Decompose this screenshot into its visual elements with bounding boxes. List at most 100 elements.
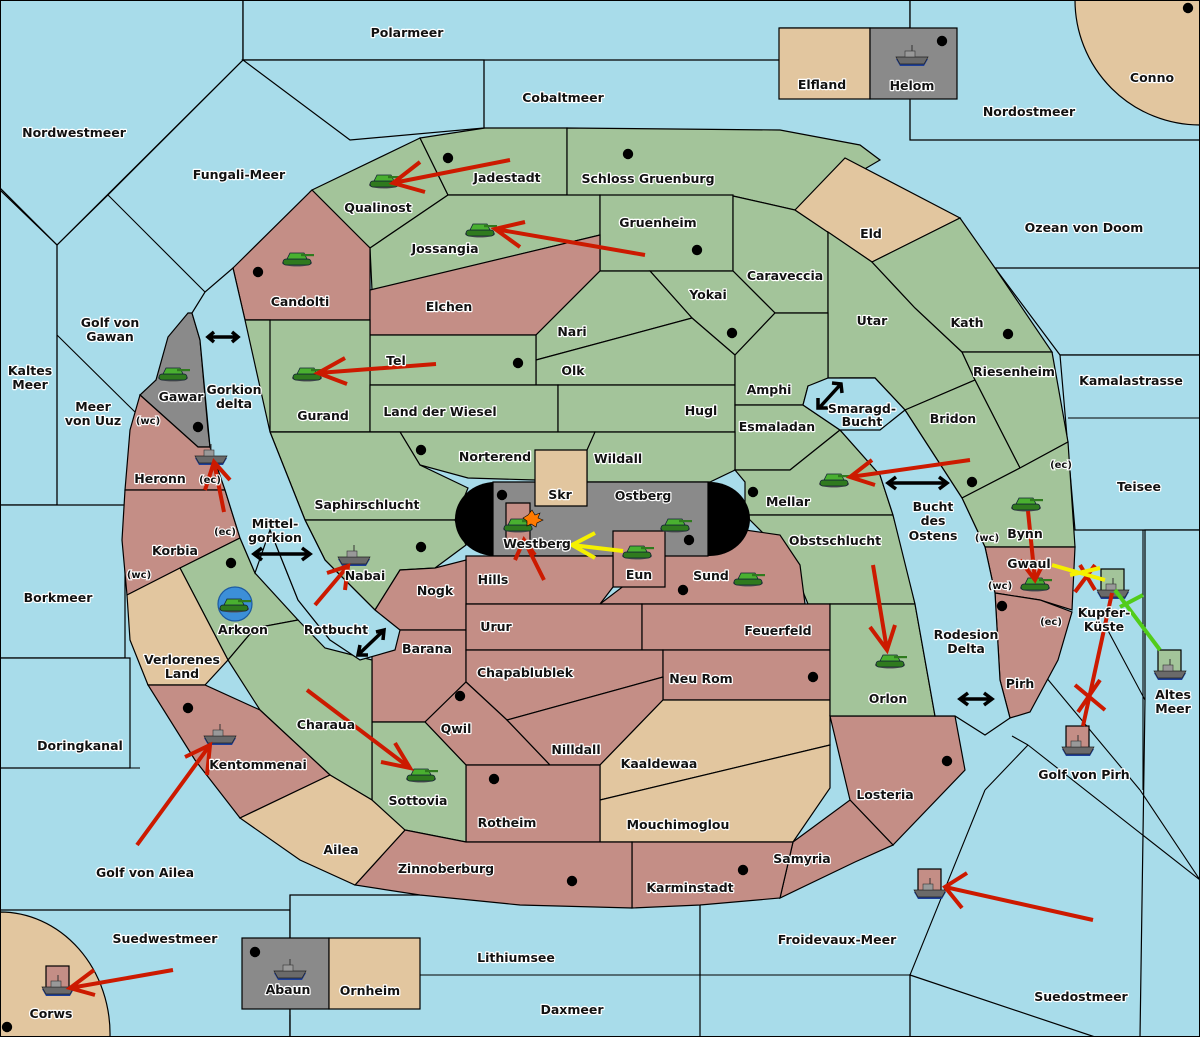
province-label: Sund	[693, 568, 729, 583]
sea-label: Froidevaux-Meer	[778, 932, 897, 947]
province-skr[interactable]	[534, 449, 588, 507]
province-label: Kaaldewaa	[621, 756, 698, 771]
province-ornheim[interactable]	[328, 937, 421, 1010]
sea-label: Nordostmeer	[983, 104, 1076, 119]
coast-label: (ec)	[1050, 460, 1072, 471]
province-label: Mouchimoglou	[627, 817, 730, 832]
province-label: Pirh	[1006, 676, 1035, 691]
province-label: Corws	[30, 1006, 73, 1021]
sea-label: Delta	[947, 641, 985, 656]
province-gruenheim[interactable]	[599, 194, 734, 272]
sea-label: Borkmeer	[24, 590, 94, 605]
sea-label: Meer	[1155, 701, 1191, 716]
province-label: Eun	[626, 567, 652, 582]
province-ailea[interactable]	[238, 774, 406, 886]
central-fortress	[455, 449, 750, 588]
province-conno[interactable]	[1074, 0, 1200, 126]
move-arrow	[313, 563, 351, 607]
province-rotheim[interactable]	[465, 764, 601, 843]
province-label: Orlon	[869, 691, 908, 706]
province-label: Losteria	[856, 787, 913, 802]
province-label: Jadestadt	[472, 170, 540, 185]
province-label: Gruenheim	[619, 215, 696, 230]
sea-label: Bucht	[842, 414, 883, 429]
sea-label: Rodesion	[934, 627, 999, 642]
province-label: Norterend	[459, 449, 531, 464]
sea-kaltes-meer[interactable]	[0, 189, 58, 506]
sea-label: delta	[216, 396, 252, 411]
sea-label: Gorkion	[206, 382, 261, 397]
province-label: Schloss Gruenburg	[581, 171, 714, 186]
province-label: Gawar	[159, 389, 205, 404]
sea-label: Meer	[12, 377, 48, 392]
province-label: Rotheim	[478, 815, 537, 830]
coast-label: (wc)	[136, 416, 160, 427]
move-arrow	[135, 741, 213, 847]
province-label: Heronn	[134, 471, 186, 486]
province-label: Elfland	[798, 77, 846, 92]
province-label: Gurand	[297, 408, 349, 423]
sea-smaragd-bucht[interactable]	[802, 377, 906, 431]
coast-label: (wc)	[127, 570, 151, 581]
move-arrow	[203, 458, 232, 513]
province-label: Ailea	[323, 842, 358, 857]
province-label: Karminstadt	[646, 880, 733, 895]
province-label: Amphi	[747, 382, 792, 397]
sea-label: Golf von Pirh	[1038, 767, 1129, 782]
province-label: Land	[165, 666, 199, 681]
sea-label: von Uuz	[65, 413, 121, 428]
province-elfland[interactable]	[778, 27, 871, 100]
province-label: Bynn	[1007, 526, 1042, 541]
sea-label: Golf von Ailea	[96, 865, 194, 880]
province-label: Abaun	[266, 982, 311, 997]
dislodged-burst-icon	[522, 509, 544, 528]
province-karminstadt[interactable]	[631, 841, 794, 909]
province-label: Qualinost	[344, 200, 411, 215]
sea-label: Golf von	[81, 315, 140, 330]
support-arrow	[567, 531, 624, 560]
province-zinnoberburg[interactable]	[353, 829, 633, 909]
coast-label: (wc)	[975, 533, 999, 544]
province-label: Saphirschlucht	[315, 497, 420, 512]
province-label: Obstschlucht	[789, 533, 881, 548]
province-label: Zinnoberburg	[398, 861, 494, 876]
province-label: Jossangia	[410, 241, 478, 256]
sea-label: Nordwestmeer	[22, 125, 127, 140]
sea-label: Lithiumsee	[477, 950, 555, 965]
sea-label: Küste	[1084, 619, 1124, 634]
sea-borkmeer[interactable]	[0, 504, 126, 659]
sea-label: Cobaltmeer	[522, 90, 604, 105]
coast-label: (ec)	[1040, 617, 1062, 628]
province-label: Charaua	[297, 717, 355, 732]
province-label: Barana	[402, 641, 452, 656]
sea-label: Altes	[1155, 687, 1191, 702]
sea-label: Suedostmeer	[1034, 989, 1128, 1004]
coast-label: (ec)	[199, 475, 221, 486]
province-label: Westberg	[503, 536, 571, 551]
province-label: Ostberg	[615, 488, 672, 503]
sea-label: Suedwestmeer	[113, 931, 219, 946]
province-label: Sottovia	[389, 793, 448, 808]
province-label: Nabai	[345, 568, 386, 583]
province-label: Wildall	[594, 451, 642, 466]
move-arrow	[65, 968, 174, 997]
sea-link-icon	[957, 691, 995, 707]
province-label: Urur	[480, 619, 512, 634]
sea-gorkion[interactable]	[191, 266, 401, 661]
province-label: Riesenheim	[973, 364, 1055, 379]
province-label: Kath	[951, 315, 984, 330]
sea-label: Ozean von Doom	[1025, 220, 1144, 235]
move-arrow	[388, 158, 511, 194]
province-label: Nogk	[417, 583, 454, 598]
province-label: Nilldall	[551, 742, 600, 757]
sea-label: Doringkanal	[37, 738, 123, 753]
sea-altes-meer[interactable]	[1139, 529, 1200, 1037]
province-label: Chapablublek	[477, 665, 574, 680]
province-label: Elchen	[426, 299, 473, 314]
failed-x-icon	[1073, 678, 1107, 714]
province-label: Skr	[548, 487, 572, 502]
province-amphi[interactable]	[734, 312, 829, 406]
move-arrow	[942, 871, 1094, 922]
land-layer	[232, 127, 1076, 719]
province-label: Feuerfeld	[744, 623, 811, 638]
